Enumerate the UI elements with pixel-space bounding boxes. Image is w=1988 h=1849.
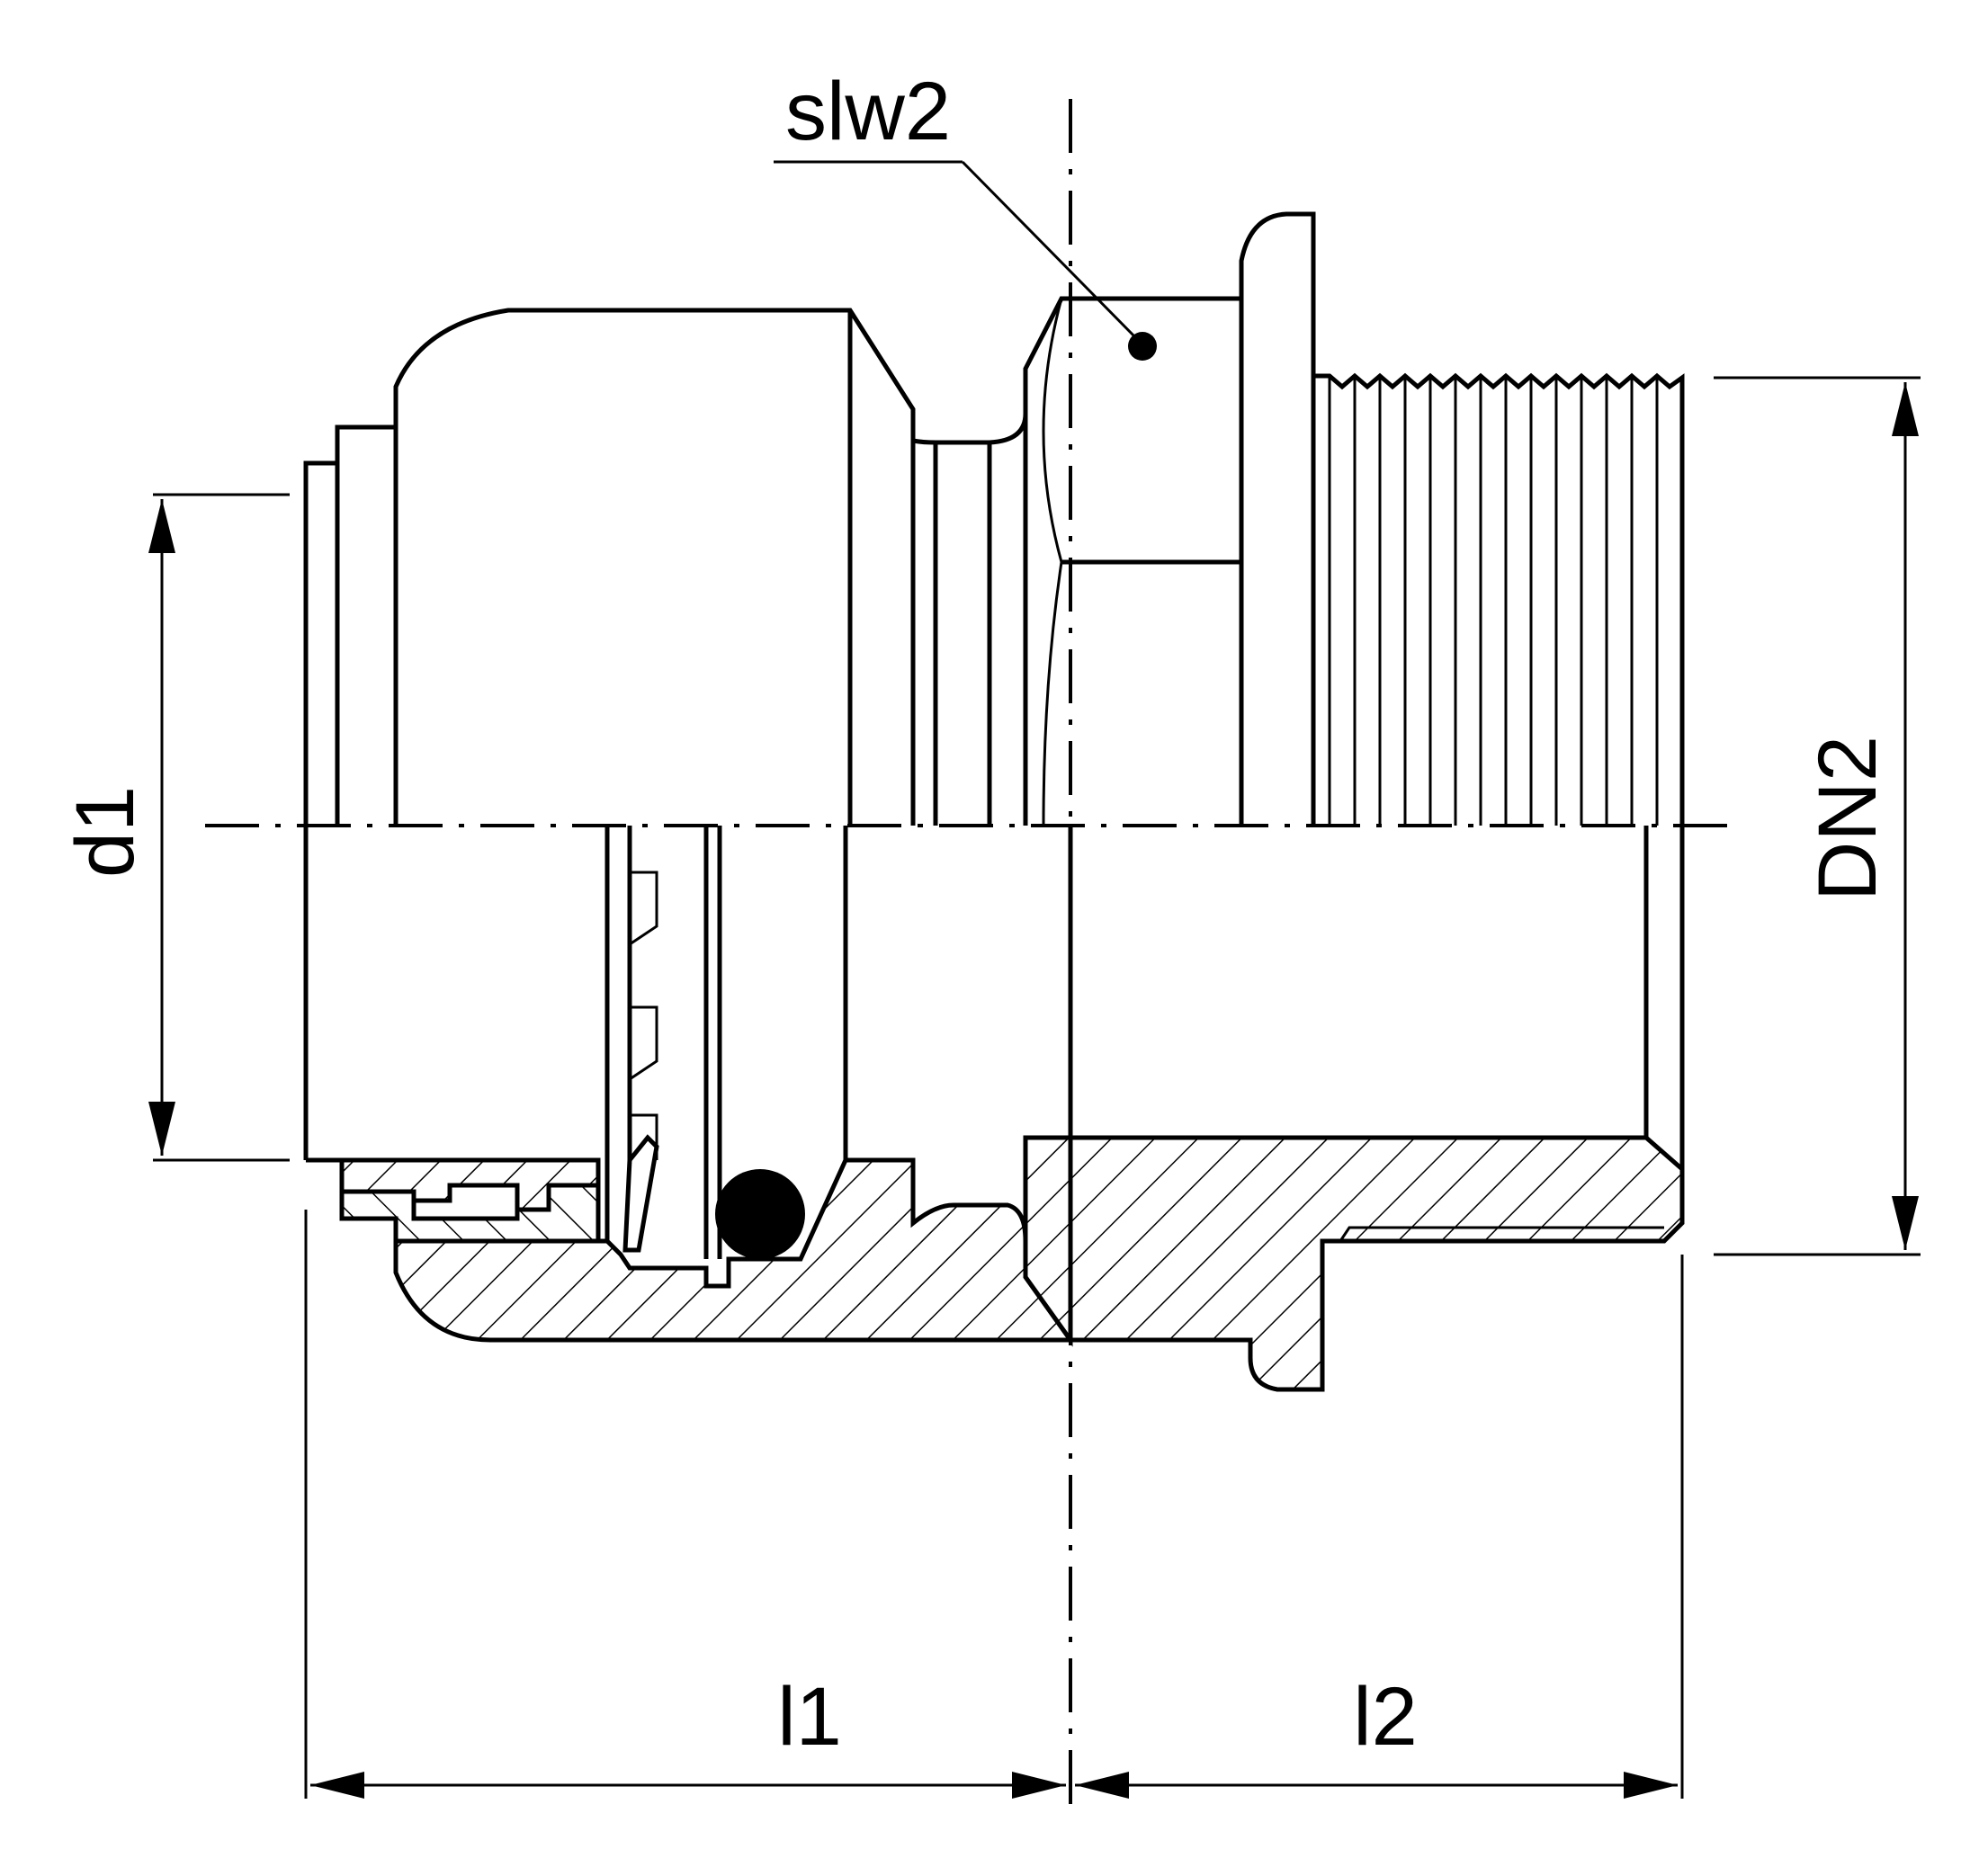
slw2-label: slw2 — [785, 66, 951, 157]
body-section-right — [1068, 1135, 1685, 1392]
dimension-l1-l2: l1 l2 — [304, 1210, 1684, 1799]
wrench-size-callout: slw2 — [774, 66, 1140, 342]
l2-label: l2 — [1353, 1671, 1418, 1763]
o-ring — [715, 1169, 805, 1259]
dimension-dn2: DN2 — [1714, 376, 1921, 1256]
thread-crests — [1328, 376, 1659, 826]
outer-nut-section — [393, 1157, 1075, 1343]
upper-external-view — [303, 211, 1685, 826]
lower-section-view — [303, 826, 1685, 1392]
l1-label: l1 — [777, 1671, 842, 1763]
dimension-d1: d1 — [59, 493, 290, 1162]
body-section-left-of-center — [1023, 1135, 1073, 1347]
d1-label: d1 — [59, 786, 151, 878]
insert-section — [339, 1183, 601, 1244]
dn2-label: DN2 — [1802, 736, 1894, 901]
